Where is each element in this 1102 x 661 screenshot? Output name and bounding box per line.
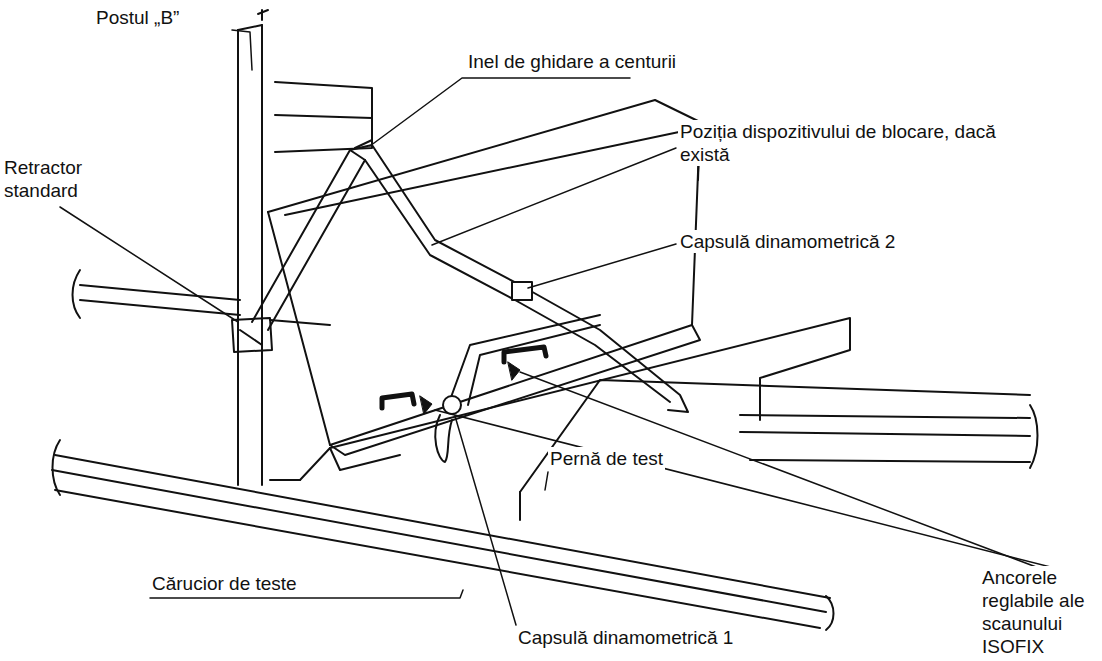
- part-label: Ancorele reglabile ale scaunului ISOFIX: [980, 566, 1102, 658]
- isofix-anchors: [382, 347, 546, 408]
- part-label: Capsulă dinamometrică 2: [678, 230, 897, 253]
- isofix-arrows: [420, 362, 520, 414]
- part-label: Cărucior de teste: [150, 572, 299, 595]
- part-label: Retractor standard: [2, 156, 106, 202]
- load-cell-1: [435, 396, 461, 462]
- part-label: Poziția dispozitivului de blocare, dacă …: [678, 120, 1052, 166]
- b-pillar: [232, 10, 272, 485]
- test-cushion: [268, 100, 700, 455]
- leader-lines: [60, 30, 1086, 625]
- floor-plate: [270, 318, 850, 480]
- guide-ring-bracket: [275, 82, 372, 152]
- part-label: Pernă de test: [548, 447, 665, 470]
- load-cell-2: [512, 282, 532, 300]
- part-label: Capsulă dinamometrică 1: [516, 626, 735, 649]
- seat-belt: [252, 145, 688, 412]
- part-label: Inel de ghidare a centurii: [466, 50, 678, 73]
- trolley-rails: [52, 270, 1038, 630]
- part-label: Postul „B”: [94, 6, 181, 29]
